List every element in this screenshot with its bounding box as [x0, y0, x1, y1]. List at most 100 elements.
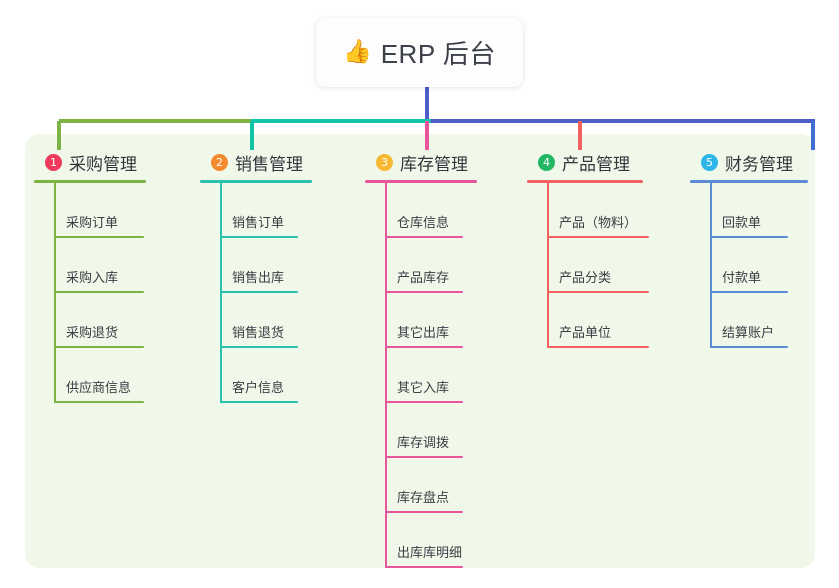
- leaf-label: 库存盘点: [397, 490, 450, 505]
- leaf-label: 采购订单: [66, 215, 119, 230]
- root-node-title: ERP 后台: [380, 39, 496, 69]
- leaf-underline: [54, 236, 144, 238]
- leaf-node[interactable]: 采购退货: [54, 293, 184, 348]
- leaf-label: 库存调拨: [397, 435, 450, 450]
- leaf-underline: [220, 291, 298, 293]
- branch-number-badge: 5: [701, 153, 718, 171]
- branch-spine: [710, 183, 712, 348]
- branch-column-4: 4 产品管理产品（物料） 产品分类产品单位: [527, 150, 677, 348]
- branch-children: 仓库信息产品库存其它出库其它入库库存调拨库存盘点出库库明细: [365, 183, 515, 568]
- branch-underline: [34, 180, 146, 183]
- branch-number-badge: 3: [376, 153, 393, 171]
- leaf-label: 产品库存: [397, 270, 450, 285]
- branch-underline: [690, 180, 808, 183]
- leaf-node[interactable]: 结算账户: [710, 293, 839, 348]
- leaf-underline: [385, 291, 463, 293]
- leaf-node[interactable]: 付款单: [710, 238, 839, 293]
- leaf-node[interactable]: 仓库信息: [385, 183, 515, 238]
- leaf-node[interactable]: 产品（物料）: [547, 183, 677, 238]
- leaf-underline: [220, 401, 298, 403]
- branch-title: 销售管理: [235, 154, 303, 174]
- leaf-node[interactable]: 销售退货: [220, 293, 350, 348]
- branch-spine: [547, 183, 549, 348]
- branch-spine: [385, 183, 387, 568]
- leaf-underline: [385, 346, 463, 348]
- branch-column-2: 2 销售管理销售订单销售出库销售退货客户信息: [200, 150, 350, 403]
- leaf-underline: [547, 346, 649, 348]
- branch-underline: [200, 180, 312, 183]
- branch-number-badge: 1: [45, 153, 62, 171]
- leaf-node[interactable]: 出库库明细: [385, 513, 515, 568]
- branch-children: 销售订单销售出库销售退货客户信息: [200, 183, 350, 403]
- branch-children: 采购订单采购入库采购退货供应商信息: [34, 183, 184, 403]
- leaf-underline: [54, 401, 144, 403]
- leaf-node[interactable]: 其它入库: [385, 348, 515, 403]
- branch-header-1[interactable]: 1 采购管理: [34, 150, 184, 174]
- branch-column-3: 3 库存管理仓库信息产品库存其它出库其它入库库存调拨库存盘点出库库明细: [365, 150, 515, 568]
- leaf-underline: [710, 236, 788, 238]
- leaf-label: 结算账户: [722, 325, 775, 340]
- branch-title: 采购管理: [69, 154, 137, 174]
- branch-spine: [54, 183, 56, 403]
- leaf-underline: [385, 566, 463, 568]
- branch-column-1: 1 采购管理采购订单采购入库采购退货供应商信息: [34, 150, 184, 403]
- leaf-underline: [385, 401, 463, 403]
- leaf-node[interactable]: 回款单: [710, 183, 839, 238]
- branch-header-2[interactable]: 2 销售管理: [200, 150, 350, 174]
- leaf-label: 仓库信息: [397, 215, 450, 230]
- leaf-label: 销售退货: [232, 325, 285, 340]
- leaf-node[interactable]: 其它出库: [385, 293, 515, 348]
- leaf-underline: [385, 236, 463, 238]
- leaf-underline: [54, 346, 144, 348]
- leaf-underline: [220, 236, 298, 238]
- branch-header-5[interactable]: 5 财务管理: [690, 150, 839, 174]
- branch-title: 产品管理: [562, 154, 630, 174]
- leaf-node[interactable]: 销售订单: [220, 183, 350, 238]
- leaf-label: 其它入库: [397, 380, 450, 395]
- leaf-label: 客户信息: [232, 380, 285, 395]
- leaf-node[interactable]: 产品分类: [547, 238, 677, 293]
- leaf-underline: [710, 291, 788, 293]
- leaf-node[interactable]: 销售出库: [220, 238, 350, 293]
- thumbs-up-icon: 👍: [343, 39, 372, 65]
- leaf-label: 销售出库: [232, 270, 285, 285]
- branch-underline: [365, 180, 477, 183]
- branch-number-badge: 2: [211, 153, 228, 171]
- branch-number-badge: 4: [538, 153, 555, 171]
- leaf-underline: [385, 456, 463, 458]
- leaf-label: 产品分类: [559, 270, 612, 285]
- leaf-underline: [710, 346, 788, 348]
- leaf-node[interactable]: 客户信息: [220, 348, 350, 403]
- leaf-node[interactable]: 供应商信息: [54, 348, 184, 403]
- leaf-node[interactable]: 库存调拨: [385, 403, 515, 458]
- diagram-background-panel: [25, 134, 815, 568]
- branch-spine: [220, 183, 222, 403]
- leaf-underline: [220, 346, 298, 348]
- leaf-node[interactable]: 采购订单: [54, 183, 184, 238]
- leaf-label: 供应商信息: [66, 380, 132, 395]
- branch-header-3[interactable]: 3 库存管理: [365, 150, 515, 174]
- branch-title: 财务管理: [725, 154, 793, 174]
- leaf-underline: [547, 236, 649, 238]
- leaf-label: 回款单: [722, 215, 762, 230]
- branch-header-4[interactable]: 4 产品管理: [527, 150, 677, 174]
- leaf-underline: [385, 511, 463, 513]
- branch-children: 回款单付款单结算账户: [690, 183, 839, 348]
- leaf-label: 采购入库: [66, 270, 119, 285]
- branch-underline: [527, 180, 643, 183]
- leaf-node[interactable]: 产品单位: [547, 293, 677, 348]
- leaf-label: 其它出库: [397, 325, 450, 340]
- branch-title: 库存管理: [400, 154, 468, 174]
- leaf-node[interactable]: 采购入库: [54, 238, 184, 293]
- leaf-label: 销售订单: [232, 215, 285, 230]
- branch-children: 产品（物料） 产品分类产品单位: [527, 183, 677, 348]
- leaf-underline: [547, 291, 649, 293]
- branch-column-5: 5 财务管理回款单付款单结算账户: [690, 150, 839, 348]
- leaf-label: 采购退货: [66, 325, 119, 340]
- leaf-label: 产品单位: [559, 325, 612, 340]
- leaf-node[interactable]: 产品库存: [385, 238, 515, 293]
- leaf-node[interactable]: 库存盘点: [385, 458, 515, 513]
- leaf-underline: [54, 291, 144, 293]
- root-node[interactable]: 👍 ERP 后台: [316, 18, 523, 87]
